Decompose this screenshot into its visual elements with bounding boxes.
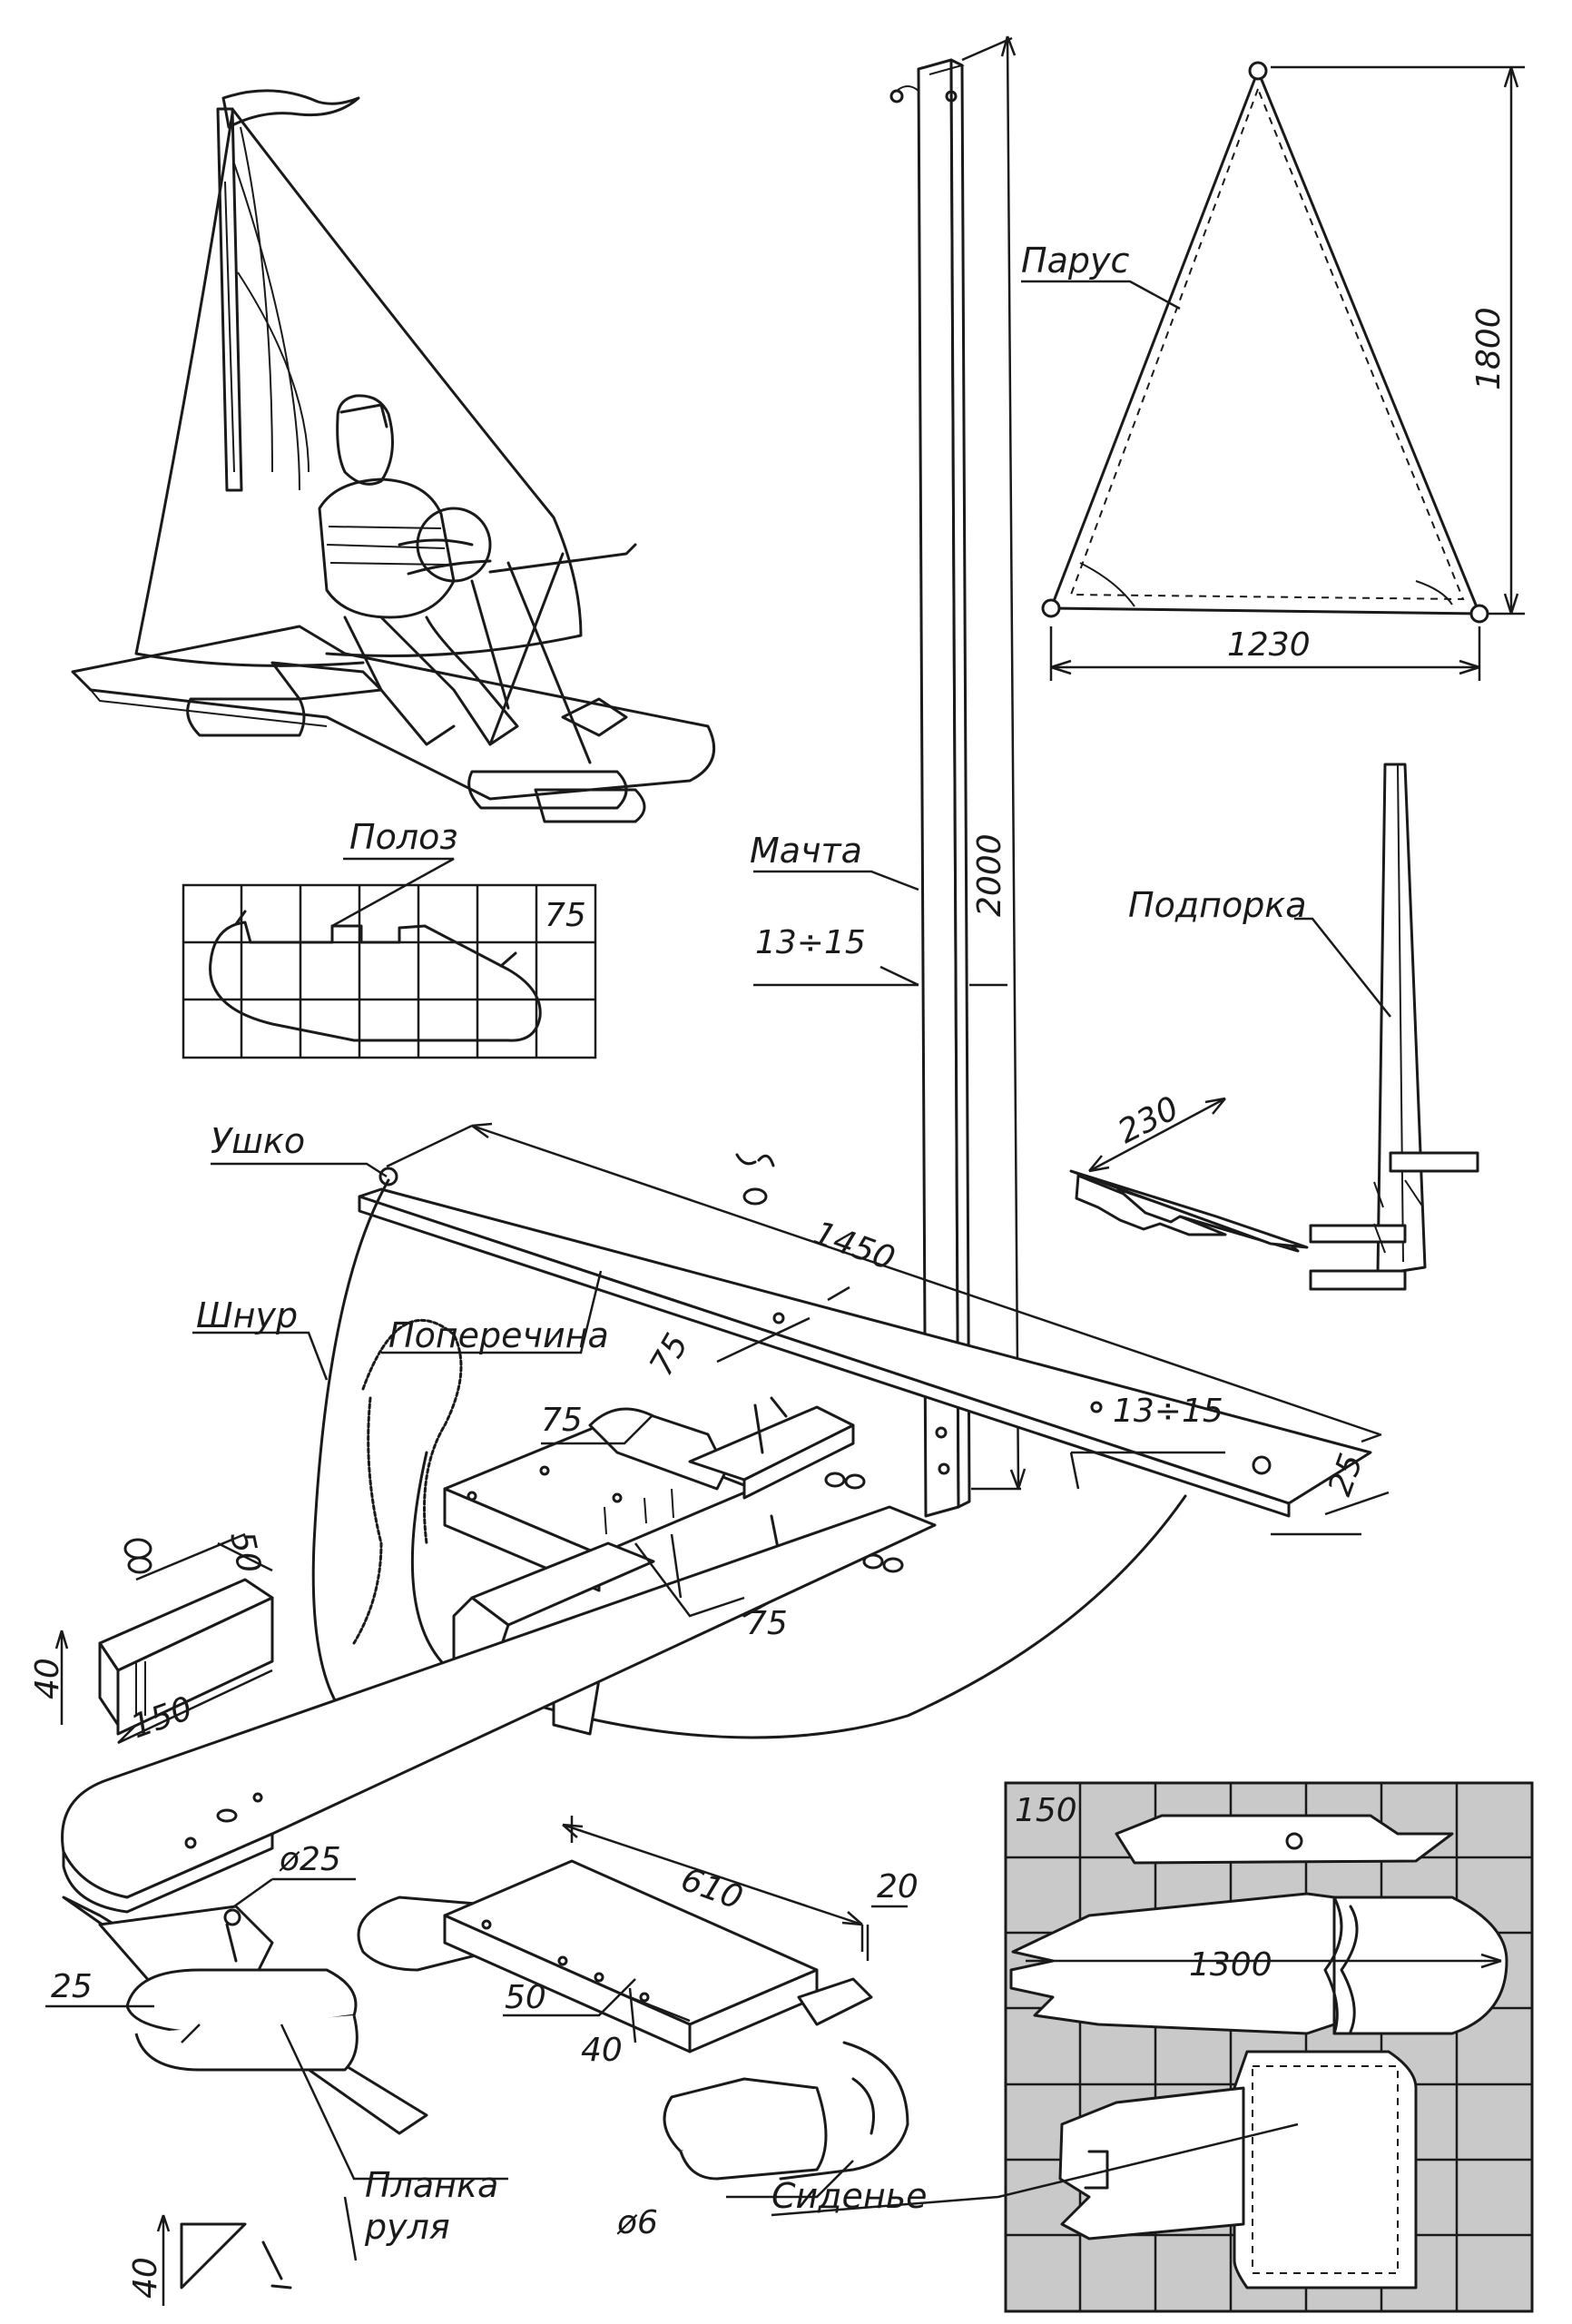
sail-base-dim: 1230 (1227, 626, 1311, 664)
sail-height-dim: 1800 (1470, 307, 1508, 390)
wedge-part (54, 1532, 274, 1745)
cord-and-board (61, 1178, 1187, 1914)
seat-label: Сиденье (771, 2176, 928, 2216)
rudder-plank-label-1: Планка (365, 2165, 498, 2205)
skid-rod-dim: ø6 (616, 2204, 658, 2241)
strut-label: Подпорка (1128, 885, 1307, 925)
skid-frame (357, 1816, 909, 2199)
rudder-height-dim: 40 (127, 2257, 164, 2299)
iceboat-sketch (71, 89, 716, 823)
seat-length-dim: 1300 (1189, 1946, 1272, 1984)
sail-right-eyelet (1469, 604, 1489, 624)
mast-label: Мачта (750, 831, 862, 871)
seat-grid (771, 1781, 1534, 2313)
crossbar-eyelet-left (378, 1167, 398, 1187)
mast-thickness-dim: 13÷15 (755, 924, 866, 961)
mast (753, 35, 1027, 1518)
strut-length-dim: 230 (1112, 1089, 1184, 1151)
skid-beam-height-dim: 40 (581, 2032, 623, 2069)
runner-grid-dim: 75 (545, 897, 586, 934)
wedge-width-dim: 50 (222, 1528, 268, 1576)
mast-height-dim: 2000 (971, 833, 1008, 917)
skid-length-dim: 610 (676, 1861, 748, 1917)
seat-grid-dim: 150 (1015, 1792, 1077, 1829)
eyelet-label: Ушко (211, 1121, 305, 1161)
sail-left-eyelet (1041, 598, 1061, 618)
seat-block-dim-b: 75 (746, 1605, 788, 1642)
skid-gap-dim: 20 (877, 1868, 919, 1905)
runner-label: Полоз (349, 817, 458, 857)
seat-block-dim-a: 75 (541, 1402, 583, 1439)
rudder-diameter-dim: ø25 (279, 1841, 341, 1878)
crossbar-eyelet-right (1252, 1455, 1272, 1475)
skid-beam-width-dim: 50 (505, 1979, 546, 2016)
wedge-height-dim: 40 (29, 1658, 66, 1699)
strut (1069, 763, 1479, 1291)
sail-diagram (1021, 61, 1525, 681)
sail-label: Парус (1021, 241, 1129, 281)
crossbar-thickness-dim: 13÷15 (1113, 1393, 1223, 1430)
rudder-plank-label-2: руля (364, 2207, 450, 2247)
crossbar-label: Поперечина (388, 1315, 609, 1355)
rudder-thickness-dim: 25 (51, 1968, 93, 2005)
cord-label: Шнур (196, 1295, 298, 1335)
runner-grid (182, 857, 597, 1059)
crossbar (211, 1122, 1390, 1536)
crossbar-width-dim: 75 (643, 1327, 695, 1382)
sail-top-eyelet (1248, 61, 1268, 81)
rudder-plank (45, 1877, 508, 2306)
crossbar-length-dim: 1450 (809, 1215, 899, 1278)
